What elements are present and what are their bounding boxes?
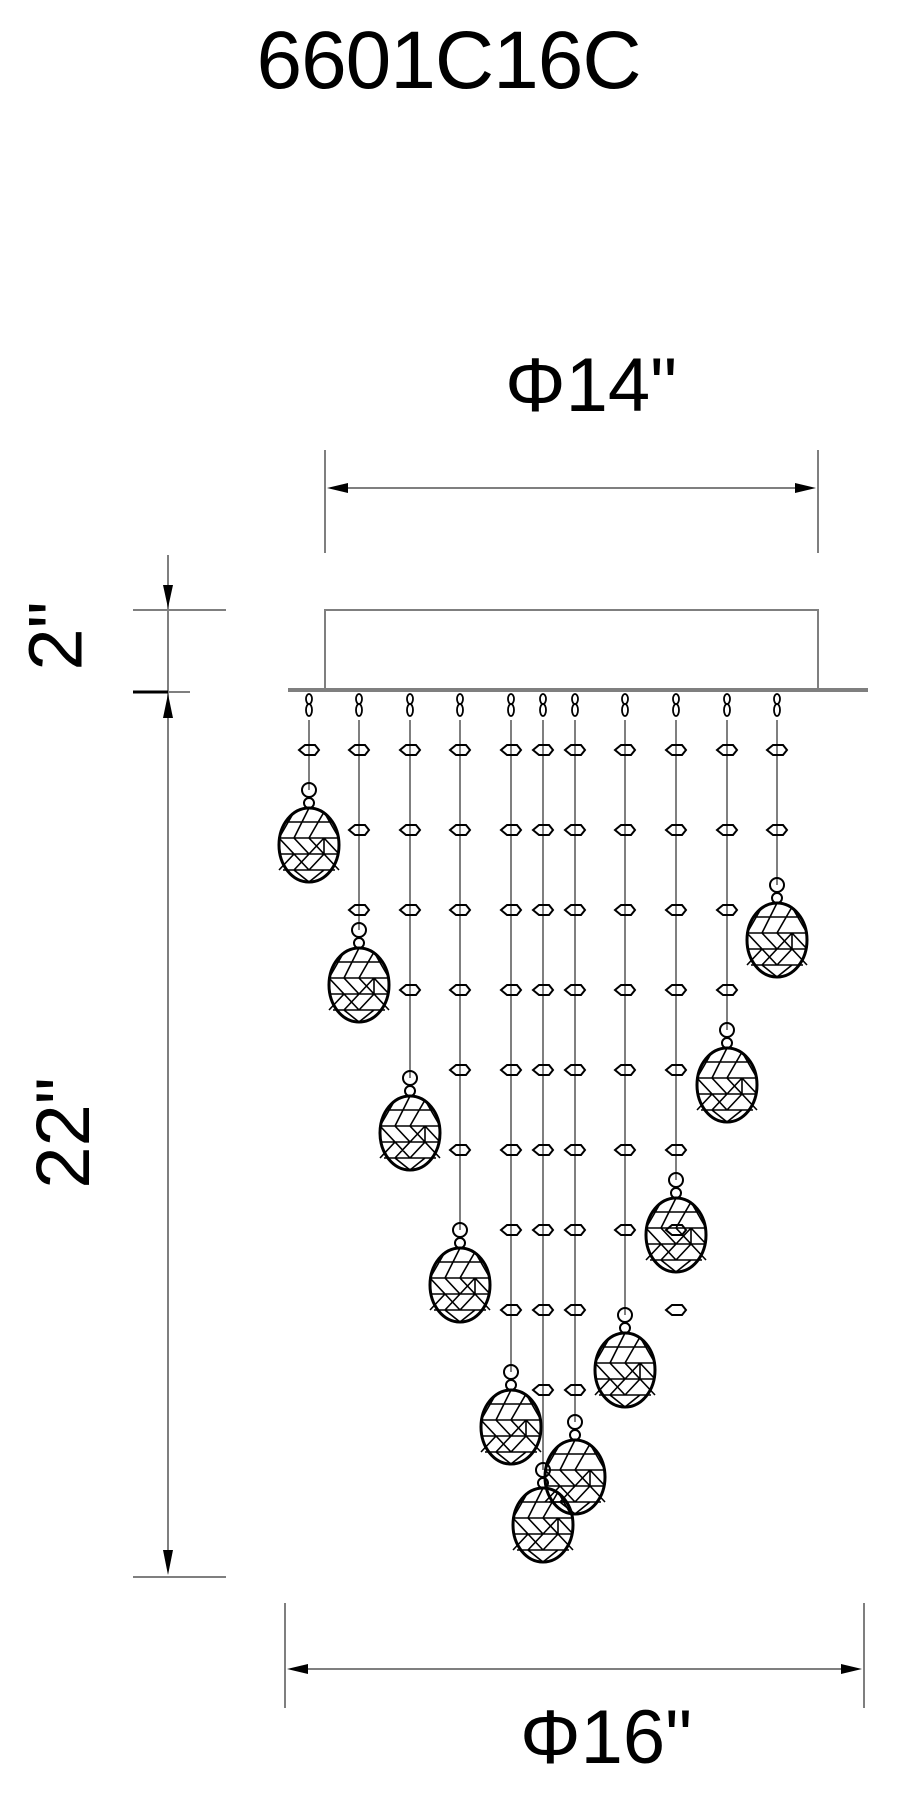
crystal-pendant — [593, 1306, 657, 1409]
crystal-pendant — [378, 1069, 442, 1172]
crystal-pendant — [479, 1363, 543, 1466]
crystal-pendant — [745, 876, 809, 979]
canopy-diameter-label: Φ14" — [505, 343, 678, 428]
crystal-pendant — [428, 1221, 492, 1324]
overall-diameter-label: Φ16" — [520, 1695, 693, 1780]
drop-height-label: 22" — [20, 1077, 106, 1189]
crystal-pendant — [327, 921, 391, 1024]
crystal-pendant — [277, 781, 341, 884]
canopy — [324, 609, 819, 690]
canopy-width-dimension — [324, 450, 819, 553]
crystal-pendant — [644, 1171, 708, 1274]
crystal-pendant — [695, 1021, 759, 1124]
model-number-title: 6601C16C — [256, 15, 641, 106]
canopy-height-label: 2" — [13, 601, 99, 671]
crystal-strands — [277, 693, 809, 1564]
overall-width-dimension — [284, 1603, 865, 1708]
height-dimensions — [133, 555, 226, 1578]
